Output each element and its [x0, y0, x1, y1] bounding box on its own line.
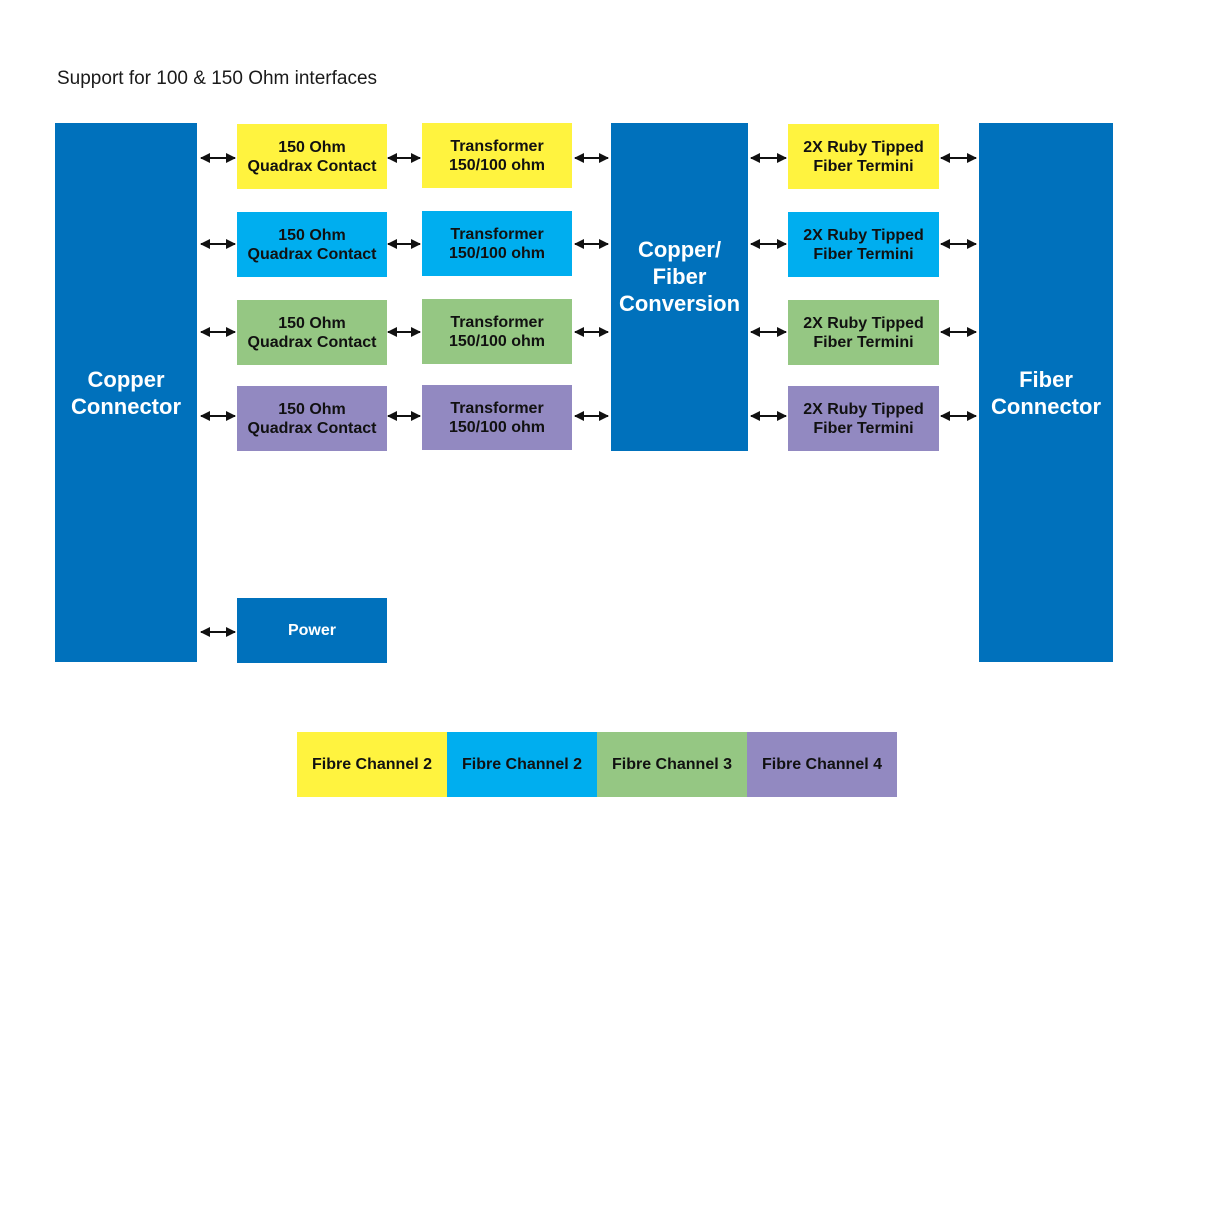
transformer-box: Transformer 150/100 ohm: [422, 123, 572, 188]
diagram-caption: Support for 100 & 150 Ohm interfaces: [57, 68, 378, 89]
power-block: Power: [237, 598, 387, 663]
fiber-termini-box: 2X Ruby Tipped Fiber Termini: [788, 124, 939, 189]
quadrax-contact-box: 150 Ohm Quadrax Contact: [237, 300, 387, 365]
transformer-box: Transformer 150/100 ohm: [422, 211, 572, 276]
quadrax-contact-box: 150 Ohm Quadrax Contact: [237, 124, 387, 189]
quadrax-contact-box: 150 Ohm Quadrax Contact: [237, 386, 387, 451]
channel-legend: Fibre Channel 2 Fibre Channel 2 Fibre Ch…: [297, 732, 897, 797]
transformer-box: Transformer 150/100 ohm: [422, 299, 572, 364]
legend-item-channel-1: Fibre Channel 2: [297, 732, 447, 797]
legend-item-channel-2: Fibre Channel 2: [447, 732, 597, 797]
fiber-termini-box: 2X Ruby Tipped Fiber Termini: [788, 300, 939, 365]
fiber-connector-block: Fiber Connector: [979, 123, 1113, 662]
quadrax-contact-box: 150 Ohm Quadrax Contact: [237, 212, 387, 277]
copper-fiber-conversion-block: Copper/ Fiber Conversion: [611, 123, 748, 451]
fiber-termini-box: 2X Ruby Tipped Fiber Termini: [788, 386, 939, 451]
copper-connector-block: Copper Connector: [55, 123, 197, 662]
legend-item-channel-4: Fibre Channel 4: [747, 732, 897, 797]
transformer-box: Transformer 150/100 ohm: [422, 385, 572, 450]
fiber-termini-box: 2X Ruby Tipped Fiber Termini: [788, 212, 939, 277]
legend-item-channel-3: Fibre Channel 3: [597, 732, 747, 797]
